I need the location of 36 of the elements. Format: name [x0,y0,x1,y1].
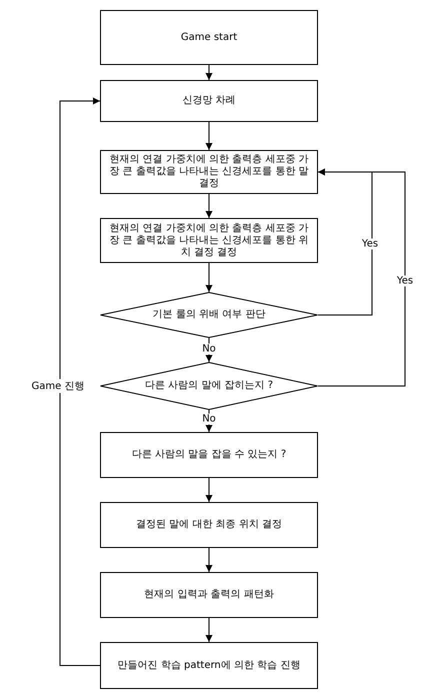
process-box [100,572,318,618]
process-box [100,10,318,65]
decision-diamond [100,292,318,338]
arrow [318,168,406,386]
arrow [206,410,212,432]
edge-label: Yes [360,238,380,250]
arrow [206,122,212,150]
edge-label: Game 진행 [30,379,86,393]
node-text: 현재의 연결 가중치에 의한 출력층 세포중 가장 큰 출력값을 나타내는 신경세포를 통한 말 결정 [108,154,310,190]
edge-label: Yes [396,276,414,286]
node-text: 다른 사람의 말을 잡을 수 있는지 ? [130,449,288,461]
node-text: 만들어진 학습 pattern에 의한 학습 진행 [116,660,302,672]
process-box [100,218,318,263]
decision-diamond [100,362,318,410]
node-text: 다른 사람의 말에 잡히는지 ? [144,380,274,392]
process-box [100,432,318,478]
arrow [206,338,212,362]
process-box [100,502,318,548]
node-text: 신경망 차례 [181,95,237,107]
arrow [206,194,212,218]
arrow [60,98,100,666]
arrow [206,262,212,292]
arrow [206,478,212,502]
node-text: 기본 룰의 위배 여부 판단 [152,309,266,321]
node-text: 결정된 말에 대한 최종 위치 결정 [135,519,283,531]
process-box [100,80,318,122]
node-text: 현재의 입력과 출력의 패턴화 [143,589,275,601]
node-text: 현재의 연결 가중치에 의한 출력층 세포중 가장 큰 출력값을 나타내는 신경세포를 통한 위치 결정 결정 [108,222,310,258]
arrow [206,548,212,572]
arrow [206,64,212,80]
process-box [100,150,318,194]
node-text: Game start [180,32,238,44]
edge-label: No [201,414,217,424]
arrow [206,618,212,642]
edge-label: No [201,344,217,354]
process-box [100,642,318,689]
